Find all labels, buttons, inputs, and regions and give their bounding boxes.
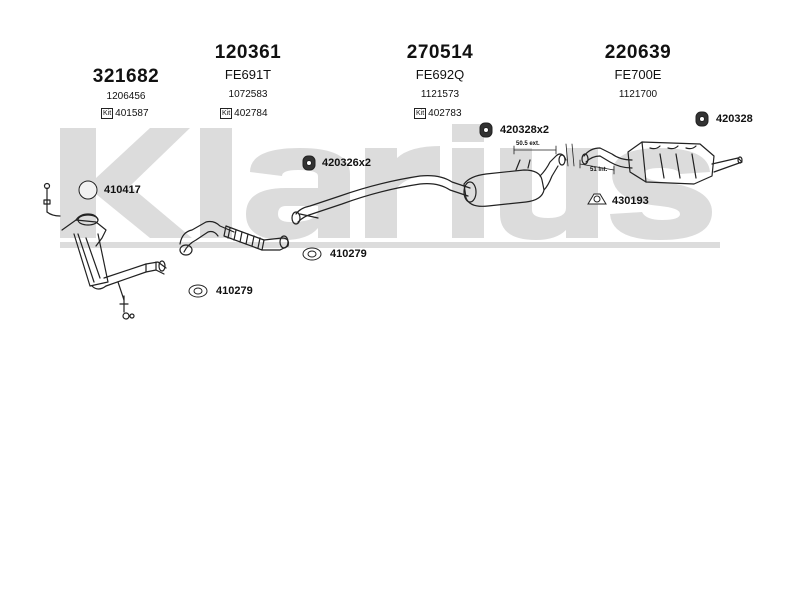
fitting-label-hanger: 420328x2 xyxy=(500,124,549,136)
reference-number-2: 1072583 xyxy=(228,89,268,100)
oe-code-4: FE700E xyxy=(614,67,662,82)
part-number-1: 321682 xyxy=(92,66,160,87)
oe-code-2: FE691T xyxy=(224,67,272,82)
rubber-hanger-icon xyxy=(479,122,493,138)
clamp-icon xyxy=(587,193,607,205)
front-pipe-part xyxy=(179,220,289,256)
rubber-ring-icon xyxy=(78,180,98,200)
rear-silencer-part xyxy=(581,141,743,185)
oe-code-3: FE692Q xyxy=(415,67,465,82)
rubber-hanger-icon xyxy=(695,111,709,127)
fitting-label-hanger: 420328 xyxy=(716,113,753,125)
centre-silencer-part xyxy=(291,153,567,225)
fitting-label-hanger: 420326x2 xyxy=(322,157,371,169)
fitting-label-clamp: 430193 xyxy=(612,195,649,207)
fitting-label-rubber-ring: 410417 xyxy=(104,184,141,196)
klarius-watermark-logo xyxy=(60,124,720,248)
rubber-hanger-icon xyxy=(302,155,316,171)
dimension-label-external: 50.5 ext. xyxy=(516,141,540,147)
gasket-icon xyxy=(302,247,322,261)
gasket-icon xyxy=(188,284,208,298)
part-number-3: 270514 xyxy=(406,42,474,63)
dimension-marks xyxy=(513,143,615,175)
part-number-2: 120361 xyxy=(214,42,282,63)
kit-icon: Kit xyxy=(414,108,427,119)
fitting-label-gasket: 410279 xyxy=(330,248,367,260)
reference-number-3: 1121573 xyxy=(420,89,460,100)
reference-number-1: 1206456 xyxy=(106,91,146,102)
catalytic-converter-part xyxy=(43,182,167,320)
dimension-label-internal: 51 int. xyxy=(590,167,608,173)
fitting-label-gasket: 410279 xyxy=(216,285,253,297)
reference-number-4: 1121700 xyxy=(618,89,658,100)
kit-icon: Kit xyxy=(220,108,233,119)
part-number-4: 220639 xyxy=(604,42,672,63)
kit-icon: Kit xyxy=(101,108,114,119)
